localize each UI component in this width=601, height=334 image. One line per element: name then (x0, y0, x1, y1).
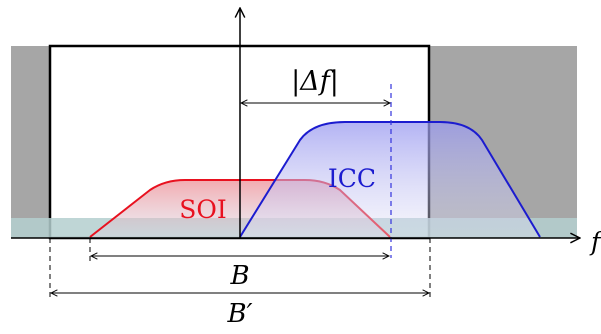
icc-spectrum-fill (240, 122, 540, 237)
delta-f-label: |Δf| (291, 66, 339, 97)
bandwidth-b-label: B (229, 261, 249, 291)
stopband-left (11, 46, 50, 238)
soi-label: SOI (179, 195, 227, 224)
bandwidth-b-prime-label: B′ (226, 299, 252, 329)
icc-label: ICC (328, 164, 376, 193)
icc-spectrum-curve (239, 121, 541, 238)
axis-f-label: f (589, 227, 601, 256)
